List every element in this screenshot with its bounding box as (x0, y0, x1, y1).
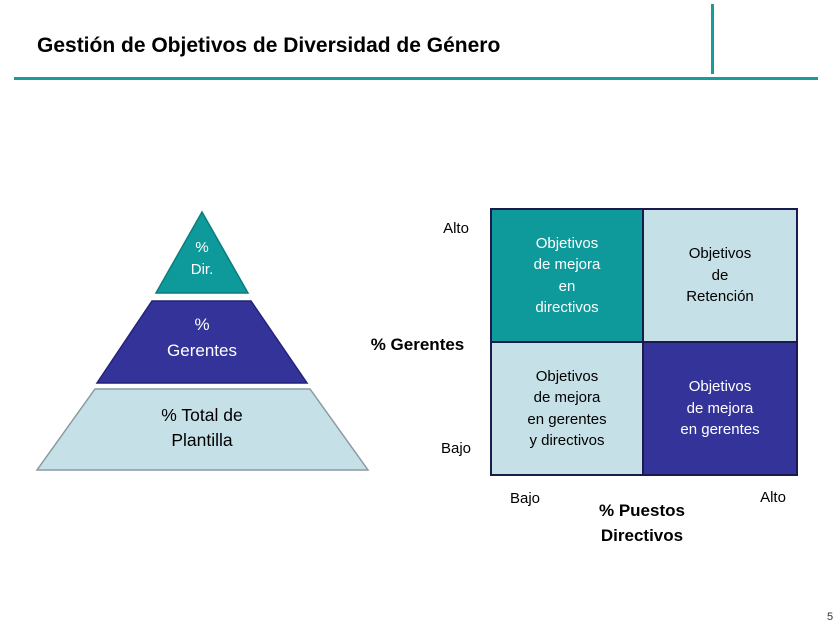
x-axis-title: % Puestos Directivos (599, 501, 685, 545)
y-axis-high-label: Alto (443, 220, 469, 237)
matrix-quadrant-top-right: Objetivos de Retención (644, 210, 796, 343)
pyramid-diagram (35, 210, 370, 471)
matrix-quadrant-bottom-right: Objetivos de mejora en gerentes (644, 343, 796, 474)
objectives-matrix: Objetivos de mejora en directivos Objeti… (490, 208, 798, 476)
pyramid-bottom-label: % Total de Plantilla (161, 405, 243, 450)
y-axis-title: % Gerentes (370, 335, 465, 354)
pyramid-middle-segment (95, 300, 309, 384)
title-horizontal-rule (14, 77, 818, 80)
matrix-quadrant-top-left: Objetivos de mejora en directivos (492, 210, 644, 343)
title-vertical-rule (711, 4, 714, 74)
page-number: 5 (826, 611, 834, 623)
pyramid-top-label: % Dir. (190, 239, 214, 278)
y-axis-low-label: Bajo (440, 440, 472, 457)
matrix-quadrant-bottom-left: Objetivos de mejora en gerentes y direct… (492, 343, 644, 474)
pyramid-top-segment (154, 210, 250, 294)
x-axis-low-label: Bajo (509, 490, 541, 507)
pyramid-middle-label: % Gerentes (167, 315, 237, 360)
pyramid-bottom-segment (35, 388, 370, 471)
x-axis-high-label: Alto (760, 489, 786, 506)
slide-title: Gestión de Objetivos de Diversidad de Gé… (37, 34, 501, 57)
